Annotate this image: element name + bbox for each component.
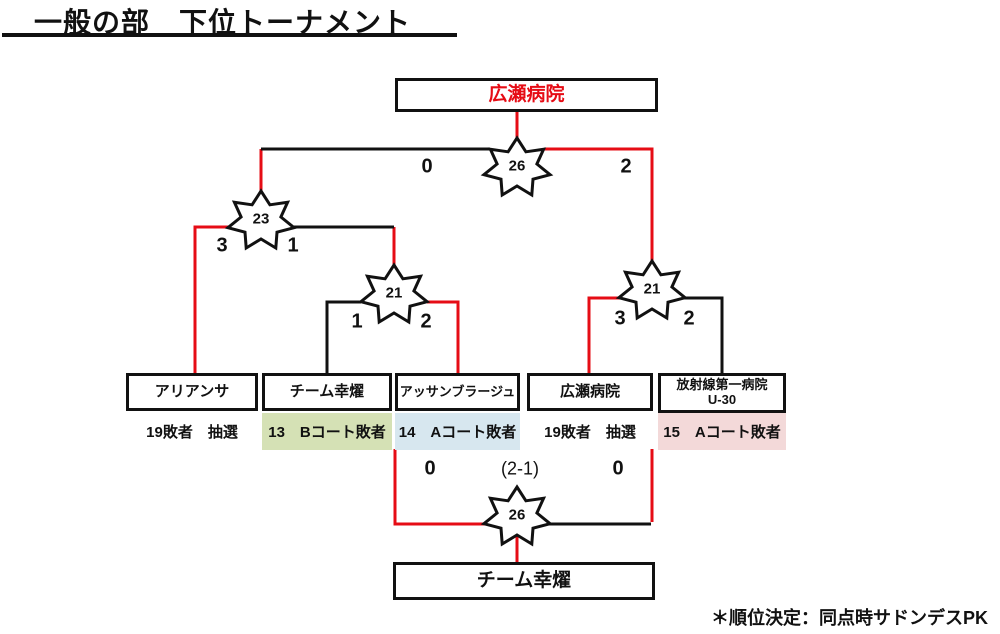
final-right-score: 2: [620, 155, 632, 178]
semifinal-left-winner-line: [193, 225, 229, 374]
quarter-left-match-star: [357, 262, 431, 325]
quarter-left-match-number: 21: [385, 284, 403, 302]
quarter-right-right-score: 2: [683, 307, 695, 330]
semifinal-match-number: 23: [252, 210, 270, 228]
team-name-1: アリアンサ: [154, 383, 230, 401]
quarter-left-left-score: 1: [351, 310, 363, 333]
champion-box: 広瀬病院: [395, 78, 658, 112]
final-left-score: 0: [421, 155, 433, 178]
team-name-4: 広瀬病院: [559, 383, 620, 401]
footnote: ＊順位決定：同点時サドンデスPK: [710, 608, 988, 628]
final-right-winner-line: [544, 147, 654, 263]
team-box-2: チーム幸燿: [262, 373, 392, 411]
quarter-left-right-score: 2: [420, 310, 432, 333]
team-name-5: 放射線第一病院: [676, 377, 768, 393]
champion-name: 広瀬病院: [488, 84, 565, 106]
team-note-1: 19敗者 抽選: [146, 424, 238, 441]
title-underline: [2, 33, 457, 37]
semifinal-match-star: [224, 188, 298, 251]
quarter-right-left-score: 3: [614, 307, 626, 330]
consolation-match-number: 26: [508, 506, 526, 524]
quarter-right-match-number: 21: [643, 280, 661, 298]
quarter-right-match-star: [615, 258, 689, 321]
team-name-3: アッサンブラージュ: [399, 383, 516, 399]
team-box-5: 放射線第一病院 U-30: [658, 373, 786, 413]
quarter-left-right-winner-line: [427, 300, 460, 374]
semifinal-left-score: 3: [216, 234, 228, 257]
consolation-left-line: [393, 449, 486, 526]
consolation-pk-score: (2-1): [500, 458, 540, 479]
consolation-right-score: 0: [612, 457, 624, 480]
consolation-left-score: 0: [424, 457, 436, 480]
quarter-right-left-winner-line: [587, 296, 620, 374]
quarter-left-left-line: [325, 300, 361, 374]
quarter-right-right-line: [684, 296, 724, 374]
consolation-winner-name: チーム幸燿: [476, 570, 572, 592]
final-match-number: 26: [508, 157, 526, 175]
semifinal-right-score: 1: [287, 234, 299, 257]
team-note-5: 15 Aコート敗者: [658, 413, 786, 450]
team-box-1: アリアンサ: [126, 373, 258, 411]
team-box-3: アッサンブラージュ: [395, 373, 520, 411]
team-note-4: 19敗者 抽選: [544, 424, 636, 441]
final-match-star: [480, 135, 554, 198]
team-sub-5: U-30: [707, 392, 737, 407]
team-note-3: 14 Aコート敗者: [395, 413, 520, 450]
consolation-winner-box: チーム幸燿: [393, 562, 655, 600]
team-note-2: 13 Bコート敗者: [262, 413, 392, 450]
team-name-2: チーム幸燿: [289, 383, 365, 401]
consolation-match-star: [480, 484, 554, 547]
team-box-4: 広瀬病院: [527, 373, 653, 411]
page-title: 一般の部 下位トーナメント: [34, 7, 412, 38]
